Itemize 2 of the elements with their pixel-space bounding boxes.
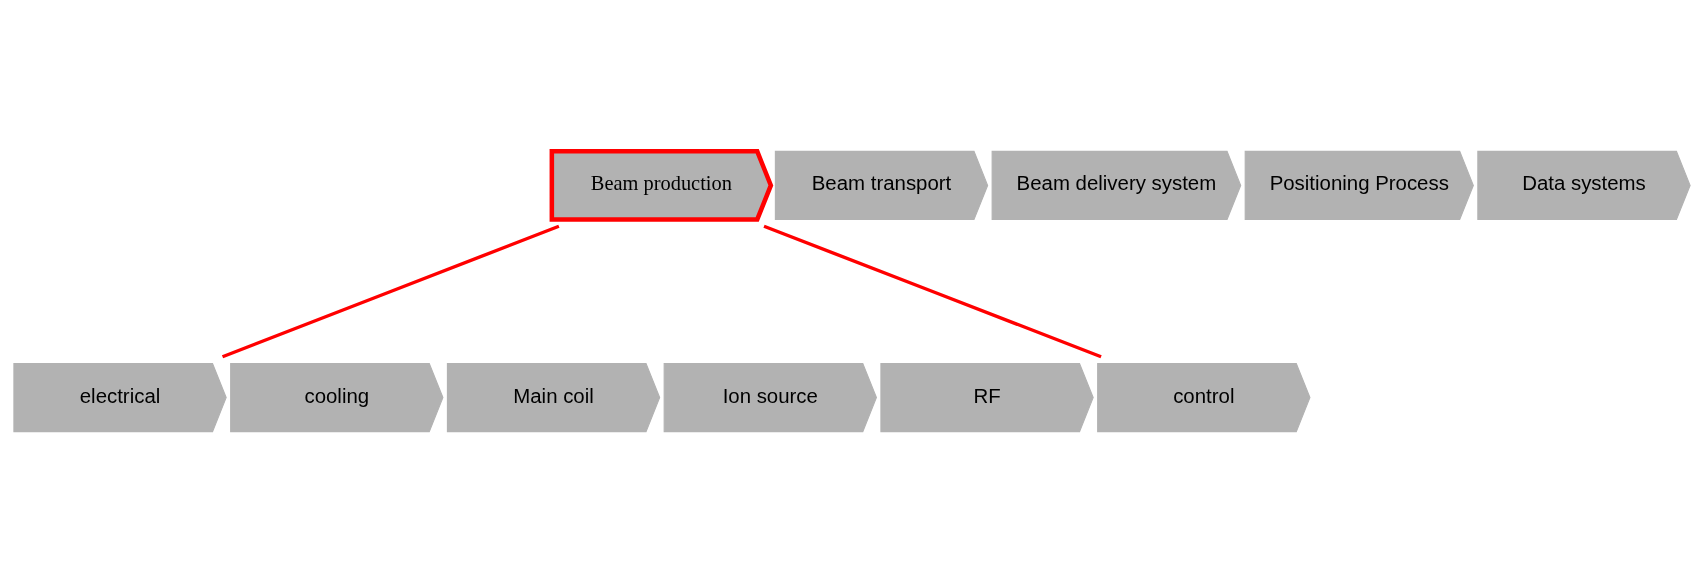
connector — [763, 224, 1102, 358]
connector — [221, 224, 560, 358]
